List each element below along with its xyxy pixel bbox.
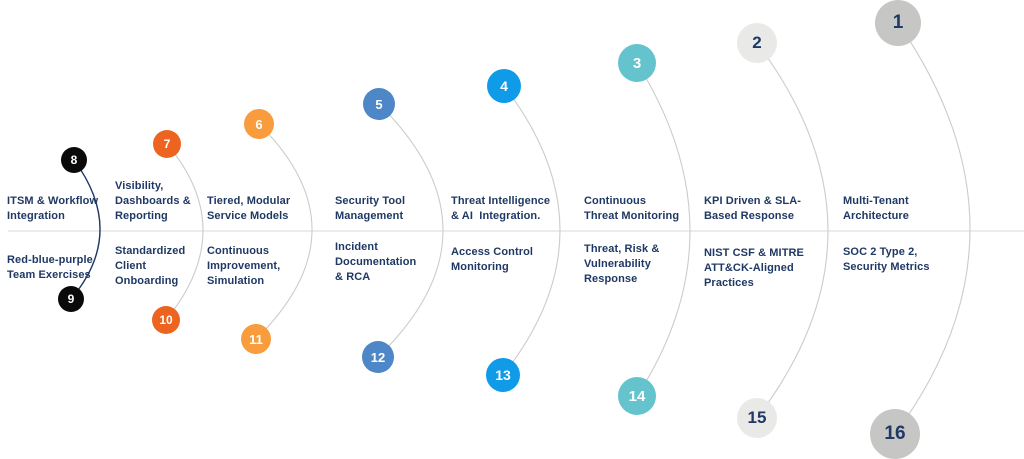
- stage-number: 5: [375, 96, 383, 112]
- stage-bottom-label: Continuous Improvement, Simulation: [207, 245, 281, 287]
- stage-top-label: Continuous Threat Monitoring: [584, 195, 680, 222]
- stage-top-circle: 5: [363, 88, 395, 120]
- stage-number: 7: [163, 137, 171, 151]
- stage-top-label: KPI Driven & SLA- Based Response: [704, 195, 802, 222]
- stage-bottom-label: Incident Documentation & RCA: [335, 241, 417, 283]
- stage-top-label: Tiered, Modular Service Models: [207, 195, 291, 222]
- stage-number: 6: [255, 116, 263, 132]
- stage-top-circle: 6: [244, 109, 274, 139]
- stage-number: 11: [249, 331, 263, 347]
- stage-bottom-circle: 13: [486, 358, 520, 392]
- stage-top-label: Multi-Tenant Architecture: [843, 195, 909, 222]
- stage-arc: [165, 143, 204, 321]
- stage-bottom-label: SOC 2 Type 2, Security Metrics: [843, 246, 930, 273]
- stage-bottom-circle: 14: [618, 377, 656, 415]
- stage-arc: [70, 159, 101, 300]
- stage-number: 12: [370, 349, 386, 365]
- stage-arc: [756, 42, 829, 419]
- stage-bottom-label: NIST CSF & MITRE ATT&CK-Aligned Practice…: [704, 247, 804, 289]
- stage-top-circle: 7: [153, 130, 181, 158]
- stage-arc: [255, 123, 313, 340]
- stage-top-label: ITSM & Workflow Integration: [7, 195, 99, 222]
- stage-number: 15: [747, 408, 767, 427]
- stage-number: 9: [67, 292, 75, 306]
- stage-bottom-label: Red-blue-purple Team Exercises: [7, 254, 93, 281]
- stage-bottom-circle: 16: [870, 409, 920, 459]
- stage-number: 10: [159, 313, 173, 327]
- stage-top-circle: 4: [487, 69, 521, 103]
- stage-bottom-circle: 15: [737, 398, 777, 438]
- stage-top-circle: 2: [737, 23, 777, 63]
- stage-bottom-label: Access Control Monitoring: [451, 246, 534, 273]
- stage-top-circle: 8: [61, 147, 87, 173]
- stage-bottom-label: Threat, Risk & Vulnerability Response: [584, 243, 660, 285]
- stage-number: 1: [892, 12, 904, 33]
- stage-number: 13: [495, 367, 511, 383]
- stage-bottom-label: Standardized Client Onboarding: [115, 245, 186, 287]
- stage-top-label: Security Tool Management: [335, 195, 406, 222]
- stage-arc: [894, 22, 971, 435]
- stage-top-circle: 3: [618, 44, 656, 82]
- stage-number: 14: [628, 387, 646, 405]
- stage-number: 2: [752, 33, 762, 52]
- stage-top-circle: 1: [875, 0, 921, 46]
- stage-arc: [502, 85, 561, 376]
- stage-number: 16: [884, 423, 906, 444]
- stage-arc: [636, 62, 691, 397]
- stage-number: 3: [632, 54, 642, 72]
- stage-number: 8: [70, 153, 78, 167]
- stage-bottom-circle: 12: [362, 341, 394, 373]
- stage-bottom-circle: 11: [241, 324, 271, 354]
- stage-bottom-circle: 10: [152, 306, 180, 334]
- stage-top-label: Visibility, Dashboards & Reporting: [115, 180, 191, 222]
- stage-number: 4: [500, 78, 508, 94]
- stage-top-label: Threat Intelligence & AI Integration.: [451, 195, 551, 222]
- stage-arc: [377, 103, 444, 358]
- stage-bottom-circle: 9: [58, 286, 84, 312]
